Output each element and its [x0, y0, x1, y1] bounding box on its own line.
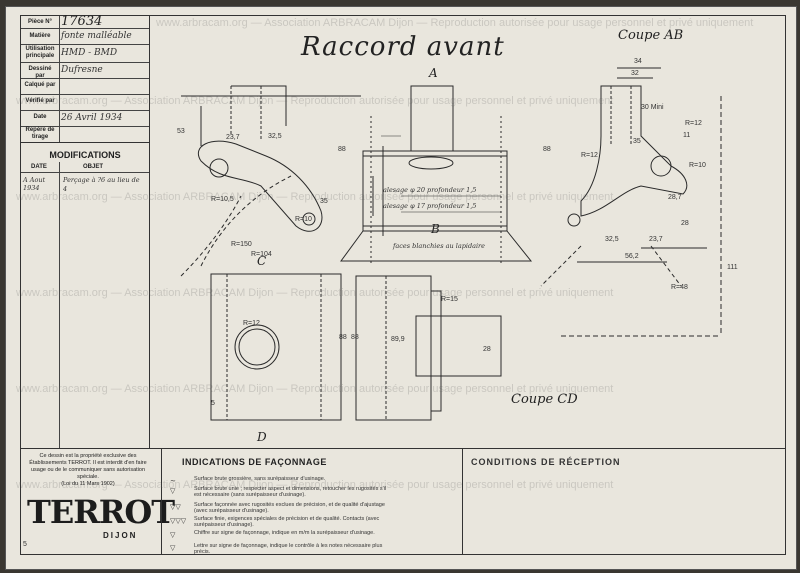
dim: R=104 — [251, 251, 272, 258]
view-a-label: A — [429, 66, 438, 80]
dim: 88 — [543, 146, 551, 153]
dim: R=12 — [685, 120, 702, 127]
indication-item: Lettre sur signe de façonnage, indique l… — [194, 543, 383, 555]
modification-date: A Aout 1934 — [23, 176, 46, 192]
utilisation-value: HMD - BMD — [61, 48, 118, 58]
bottom-left-body — [210, 273, 342, 421]
coupe-cd-label: Coupe CD — [511, 392, 578, 407]
modifications-title: MODIFICATIONS — [49, 150, 121, 160]
drawing-title: Raccord avant — [301, 32, 505, 62]
legal-text: Ce dessin est la propriété exclusive des… — [29, 453, 147, 480]
repere-label: Repère de tirage — [25, 127, 55, 140]
dim: 89,9 — [391, 336, 405, 343]
dim: R=15 — [441, 296, 458, 303]
drawing-frame: Pièce N° 17634 Matière fonte malléable U… — [20, 14, 786, 555]
matiere-value: fonte malléable — [61, 31, 132, 41]
note-alesage-20: alesage φ 20 profondeur 1,5 — [383, 186, 477, 194]
dim: R=48 — [671, 284, 688, 291]
dim: 23,7 — [649, 236, 663, 243]
dim: 35 — [633, 138, 641, 145]
dim: 11 — [683, 132, 691, 139]
dim: R=10 — [295, 216, 312, 223]
dim: 28 — [681, 220, 689, 227]
date-column-header: DATE — [31, 164, 47, 170]
dim: R=12 — [581, 152, 598, 159]
date-label: Date — [33, 114, 47, 120]
bottom-band: Ce dessin est la propriété exclusive des… — [21, 448, 785, 555]
indications-title: INDICATIONS DE FAÇONNAGE — [182, 457, 327, 467]
dim: 35 — [320, 198, 328, 205]
logo-city: DIJON — [103, 531, 138, 540]
coupe-ab-label: Coupe AB — [618, 28, 684, 43]
piece-number: 17634 — [61, 14, 103, 29]
modifications-panel: MODIFICATIONS DATE OBJET A Aout 1934 Per… — [21, 142, 150, 448]
dim: R=12 — [243, 320, 260, 327]
technical-drawing — [180, 67, 722, 421]
corner-mark: 5 — [23, 541, 27, 548]
title-block: Pièce N° 17634 Matière fonte malléable U… — [21, 14, 150, 143]
date-value: 26 Avril 1934 — [61, 113, 123, 123]
indication-item: Surface brute unie ; respecter aspect et… — [194, 486, 387, 498]
dim: R=10,5 — [211, 196, 234, 203]
dim: 56,2 — [625, 253, 639, 260]
calque-label: Calqué par — [24, 82, 56, 88]
verifie-label: Vérifié par — [25, 98, 55, 104]
pivot-hole-left — [209, 158, 229, 178]
indication-item: Surface finie, exigences spéciales de pr… — [194, 516, 380, 528]
dessine-label: Dessiné par — [28, 66, 52, 79]
dim: 30 Mini — [641, 104, 664, 111]
view-c-label: C — [257, 254, 267, 268]
legal-notice: Ce dessin est la propriété exclusive des… — [25, 453, 151, 488]
section-ab-outline — [580, 85, 688, 217]
dim: 28 — [483, 346, 491, 353]
view-d-label: D — [257, 430, 267, 444]
legal-law: (Loi du 11 Mars 1902) — [61, 481, 115, 487]
dim: 111 — [727, 264, 738, 271]
indication-item: Surface façonnée avec rugosités exclues … — [194, 502, 385, 514]
dim: 32,5 — [605, 236, 619, 243]
dim: 53 — [177, 128, 185, 135]
objet-column-header: OBJET — [83, 164, 104, 170]
dessine-value: Dufresne — [61, 65, 103, 75]
dim: 28,7 — [668, 194, 682, 201]
dim: 88 — [339, 334, 347, 341]
indication-item: Chiffre sur signe de façonnage, indique … — [194, 530, 375, 536]
indication-item: Surface brute grossière, sans surépaisse… — [194, 476, 326, 482]
dim: 23,7 — [226, 134, 240, 141]
piece-label: Pièce N° — [27, 19, 53, 25]
dim: 88 — [338, 146, 346, 153]
lever-outline — [198, 140, 323, 232]
section-cd-body — [355, 275, 432, 421]
note-alesage-17: alesage φ 17 profondeur 1,5 — [383, 202, 477, 210]
note-faces-blanchies: faces blanchies au lapidaire — [393, 242, 486, 250]
dim: 5 — [211, 400, 215, 407]
modification-objet: Perçage à ?6 au lieu de 4 — [63, 176, 140, 193]
pivot-hole-right — [302, 212, 316, 226]
view-b-label: B — [431, 222, 440, 236]
dim: 32,5 — [268, 133, 282, 140]
dim: 32 — [631, 70, 639, 77]
dim: 34 — [634, 58, 642, 65]
terrot-logo: TERROT — [27, 493, 175, 531]
indications-panel: INDICATIONS DE FAÇONNAGE ∼ Surface brute… — [161, 449, 463, 555]
matiere-label: Matière — [29, 33, 51, 39]
dim: R=150 — [231, 241, 252, 248]
dim: R=10 — [689, 162, 706, 169]
dim: 88 — [351, 334, 359, 341]
conditions-title: CONDITIONS DE RÉCEPTION — [471, 457, 621, 467]
drawing-sheet: Pièce N° 17634 Matière fonte malléable U… — [5, 6, 797, 570]
utilisation-label: Utilisation principale — [25, 46, 55, 59]
